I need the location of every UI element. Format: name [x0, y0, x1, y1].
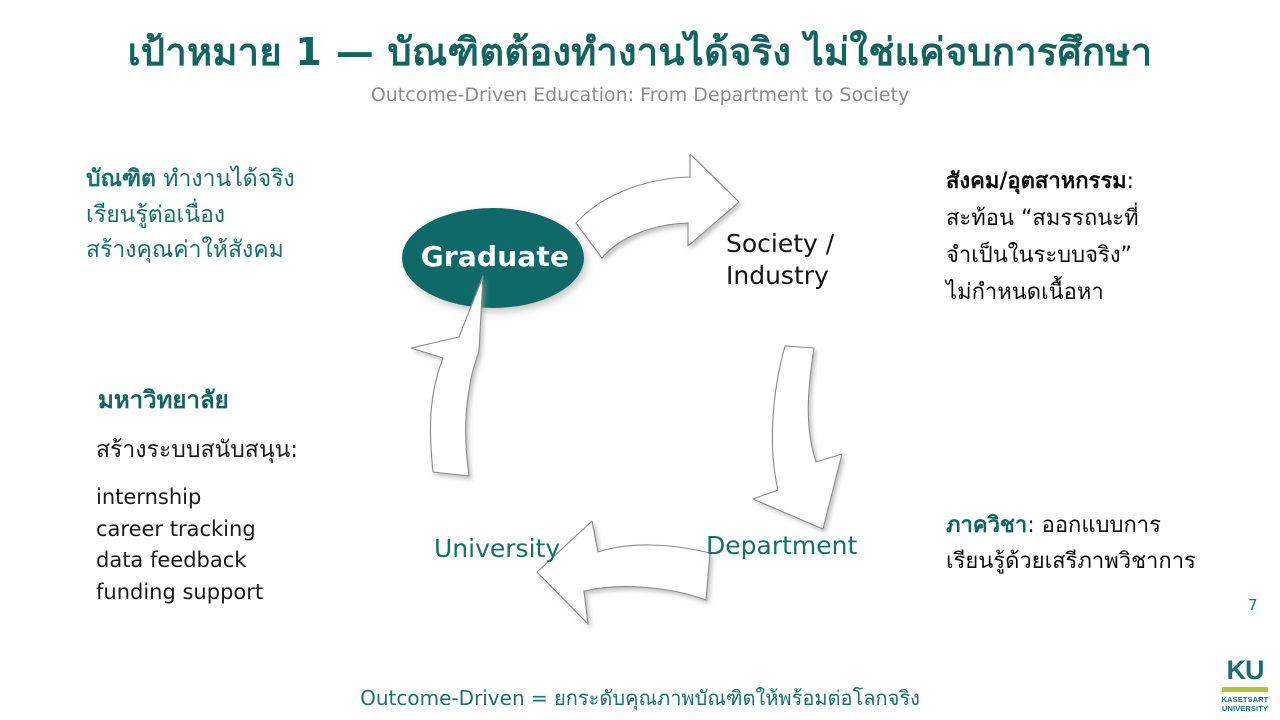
kasetsart-university-logo: KU KASETSART UNIVERSITY — [1219, 655, 1271, 714]
department-block-heading: ภาควิชา: ออกแบบการ — [946, 508, 1276, 544]
society-industry-line-3: จำเป็นในระบบจริง” — [946, 242, 1132, 268]
diagram-label-society-industry: Society / Industry — [726, 228, 834, 292]
logo-name-line-2: UNIVERSITY — [1221, 704, 1268, 714]
cycle-diagram — [380, 150, 910, 670]
department-block: ภาควิชา: ออกแบบการ เรียนรู้ด้วยเสรีภาพวิ… — [946, 508, 1276, 579]
society-industry-block: สังคม/อุตสาหกรรม: สะท้อน “สมรรถนะที่ จำเ… — [946, 164, 1266, 312]
diagram-label-society-line-1: Society / — [726, 229, 835, 258]
page-subtitle: Outcome-Driven Education: From Departmen… — [370, 84, 910, 106]
department-block-heading-bold: ภาควิชา — [946, 513, 1028, 538]
graduate-outcomes-block: บัณฑิต ทำงานได้จริง เรียนรู้ต่อเนื่อง สร… — [86, 162, 386, 269]
university-block-subheading: สร้างระบบสนับสนุน: — [96, 437, 299, 463]
department-block-heading-rest: : ออกแบบการ — [1027, 513, 1161, 538]
arrow-society-to-department — [752, 345, 843, 530]
arrow-university-to-graduate — [410, 275, 484, 477]
university-support-list: internship career tracking data feedback… — [96, 482, 263, 608]
graduate-outcomes-line-1: บัณฑิต ทำงานได้จริง — [86, 162, 386, 198]
society-industry-heading: สังคม/อุตสาหกรรม: — [946, 164, 1266, 201]
graduate-outcomes-line-1-rest: ทำงานได้จริง — [155, 166, 295, 192]
logo-accent-bar — [1222, 687, 1268, 692]
society-industry-line-2: สะท้อน “สมรรถนะที่ — [946, 205, 1139, 231]
page-title: เป้าหมาย 1 — บัณฑิตต้องทำงานได้จริง ไม่ใ… — [127, 30, 1153, 74]
society-industry-line-4: ไม่กำหนดเนื้อหา — [946, 279, 1104, 305]
society-industry-heading-rest: : — [1126, 169, 1135, 194]
diagram-label-university: University — [434, 534, 561, 563]
list-item: internship — [96, 485, 202, 509]
graduate-outcomes-line-1-bold: บัณฑิต — [86, 166, 156, 192]
arrow-graduate-to-society — [575, 153, 740, 259]
graduate-node-ellipse[interactable] — [402, 208, 584, 308]
footer-caption: Outcome-Driven = ยกระดับคุณภาพบัณฑิตให้พ… — [360, 686, 920, 710]
logo-name-line-1: KASETSART — [1221, 695, 1269, 704]
graduate-outcomes-line-3: สร้างคุณค่าให้สังคม — [86, 237, 284, 264]
list-item: data feedback — [96, 548, 247, 572]
society-industry-heading-bold: สังคม/อุตสาหกรรม — [946, 169, 1127, 194]
list-item: career tracking — [96, 516, 256, 541]
page-number: 7 — [1248, 596, 1258, 614]
logo-mark-ku: KU — [1226, 655, 1265, 685]
list-item: funding support — [96, 579, 264, 604]
arrow-department-to-university — [536, 520, 711, 625]
department-block-line-2: เรียนรู้ด้วยเสรีภาพวิชาการ — [946, 548, 1196, 574]
university-block-heading: มหาวิทยาลัย — [98, 386, 229, 414]
diagram-label-department: Department — [706, 531, 858, 560]
graduate-outcomes-line-2: เรียนรู้ต่อเนื่อง — [86, 201, 226, 228]
diagram-label-society-line-2: Industry — [726, 261, 829, 290]
